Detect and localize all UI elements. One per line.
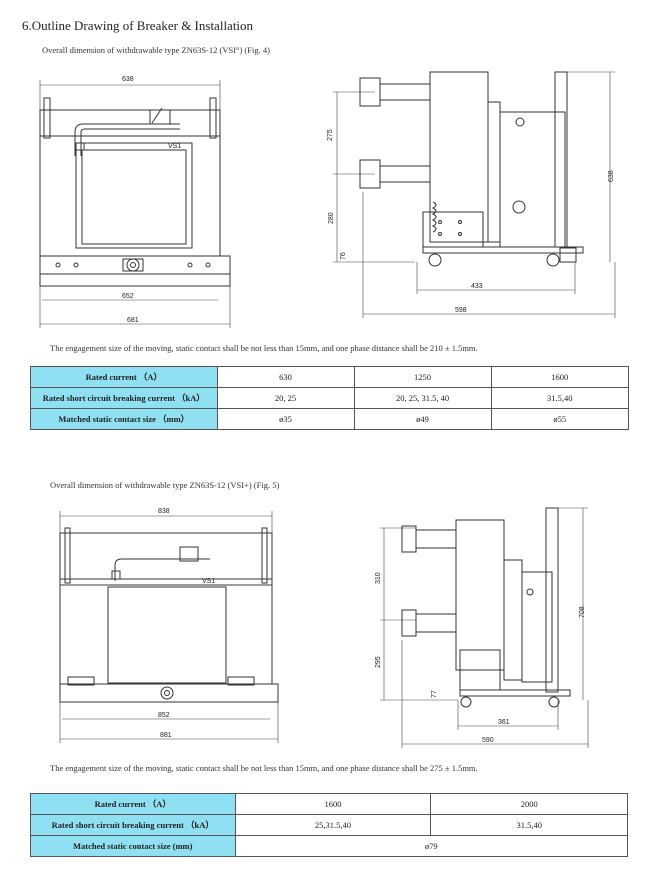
fig4-side-dim-433: 433 [471, 283, 483, 290]
row-header: Rated current （A） [30, 793, 236, 815]
fig4-side-dim-275: 275 [327, 129, 334, 141]
row-header: Rated current （A） [30, 366, 218, 388]
section-title: 6.Outline Drawing of Breaker & Installat… [22, 18, 254, 33]
fig4-note: The engagement size of the moving, stati… [50, 343, 478, 353]
fig5-spec-table: Rated current （A） 1600 2000 Rated short … [30, 793, 629, 857]
table-row: Matched static contact size （mm） ø35 ø49… [30, 408, 630, 430]
fig4-front-dim-bot: 681 [127, 317, 139, 324]
fig5-front-dim-top: 838 [158, 508, 170, 515]
fig5-front-dim-mid: 852 [158, 712, 170, 719]
row-header: Matched static contact size (mm) [30, 835, 236, 857]
fig5-side-view: 310 295 77 708 361 590 [375, 507, 589, 748]
table-cell: 1600 [234, 793, 432, 815]
table-cell: 1600 [490, 366, 630, 388]
fig5-side-dim-361: 361 [498, 719, 510, 726]
fig4-side-dim-638: 638 [608, 170, 615, 182]
fig5-note: The engagement size of the moving, stati… [50, 763, 478, 773]
table-cell: ø35 [216, 408, 355, 430]
fig5-side-dim-590: 590 [482, 737, 494, 744]
fig4-side-dim-280: 280 [328, 212, 335, 224]
fig4-spec-table: Rated current （A） 630 1250 1600 Rated sh… [30, 366, 630, 430]
fig5-front-label: VS1 [202, 578, 215, 585]
fig5-side-dim-77: 77 [431, 690, 438, 698]
table-cell: ø79 [234, 835, 629, 857]
table-row: Rated short circuit breaking current （kA… [30, 387, 630, 409]
fig5-caption: Overall dimension of withdrawable type Z… [50, 480, 280, 490]
table-cell: 25,31.5,40 [234, 814, 432, 836]
table-row: Rated current （A） 630 1250 1600 [30, 366, 630, 388]
table-cell: 2000 [430, 793, 628, 815]
table-row: Matched static contact size (mm) ø79 [30, 835, 629, 857]
table-row: Rated short circuit breaking current （kA… [30, 814, 628, 836]
table-cell: 20, 25 [216, 387, 355, 409]
fig4-front-view: 638 VS1 652 681 [39, 76, 231, 328]
table-row: Rated current （A） 1600 2000 [30, 793, 628, 815]
fig5-front-dim-bot: 881 [160, 732, 172, 739]
fig4-caption: Overall dimension of withdrawable type Z… [42, 45, 270, 55]
row-header: Rated short circuit breaking current （kA… [30, 814, 236, 836]
table-cell: 20, 25, 31.5, 40 [353, 387, 492, 409]
fig4-side-view: 275 280 76 638 433 598 [327, 71, 616, 318]
fig4-front-dim-top: 638 [122, 76, 134, 83]
table-cell: 630 [216, 366, 355, 388]
fig4-front-label: VS1 [168, 143, 181, 150]
table-cell: 31.5,40 [490, 387, 630, 409]
table-cell: 1250 [353, 366, 492, 388]
fig5-side-dim-708: 708 [579, 606, 586, 618]
fig5-front-view: 838 VS1 852 881 [59, 508, 279, 743]
table-cell: ø55 [490, 408, 630, 430]
fig4-front-dim-mid: 652 [122, 293, 134, 300]
table-cell: ø49 [353, 408, 492, 430]
table-cell: 31.5,40 [430, 814, 628, 836]
fig5-side-dim-310: 310 [375, 572, 382, 584]
row-header: Matched static contact size （mm） [30, 408, 218, 430]
fig4-side-dim-598: 598 [455, 307, 467, 314]
fig5-side-dim-295: 295 [375, 656, 382, 668]
fig4-side-dim-76: 76 [340, 252, 347, 260]
row-header: Rated short circuit breaking current （kA… [30, 387, 218, 409]
